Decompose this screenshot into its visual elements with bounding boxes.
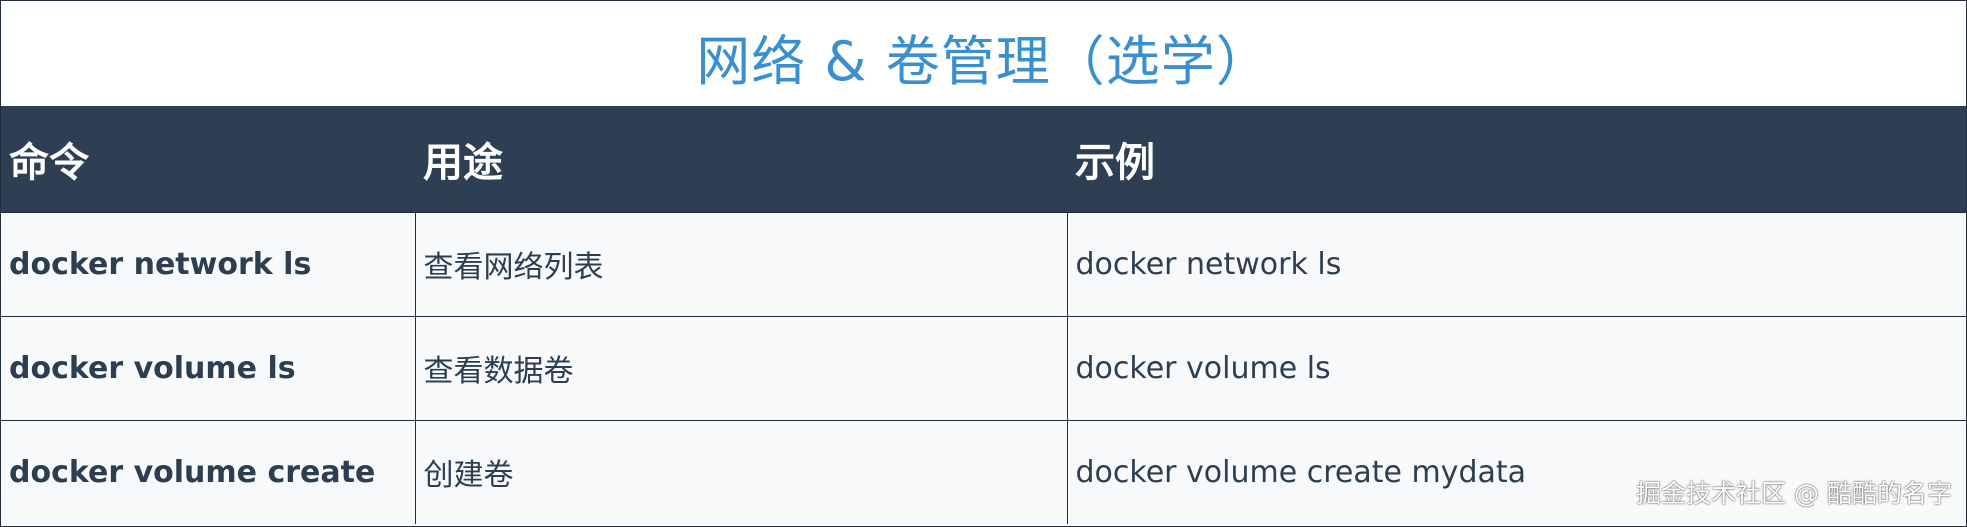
watermark: 掘金技术社区 @ 酷酷的名字 — [1636, 479, 1952, 508]
header-purpose: 用途 — [423, 139, 503, 186]
page-title: 网络 & 卷管理（选学） — [696, 30, 1271, 93]
cell-example: docker network ls — [1066, 211, 1966, 317]
cell-purpose: 查看数据卷 — [414, 315, 1068, 421]
table-row: docker network ls 查看网络列表 docker network … — [1, 211, 1966, 317]
title-bar: 网络 & 卷管理（选学） — [1, 1, 1966, 106]
table-body: docker network ls 查看网络列表 docker network … — [1, 211, 1966, 524]
table-row: docker volume create 创建卷 docker volume c… — [1, 419, 1966, 524]
cell-example: docker volume create mydata — [1066, 419, 1966, 524]
cell-purpose: 查看网络列表 — [414, 211, 1068, 317]
cell-command: docker volume create — [1, 419, 416, 524]
table-row: docker volume ls 查看数据卷 docker volume ls — [1, 315, 1966, 421]
header-example: 示例 — [1075, 139, 1155, 186]
header-command: 命令 — [9, 139, 89, 186]
cell-command: docker volume ls — [1, 315, 416, 421]
cell-purpose: 创建卷 — [414, 419, 1068, 524]
table-header: 命令 用途 示例 — [1, 106, 1966, 212]
cell-command: docker network ls — [1, 211, 416, 317]
command-table: 命令 用途 示例 docker network ls 查看网络列表 docker… — [1, 106, 1966, 524]
table-header-row: 命令 用途 示例 — [1, 106, 1966, 212]
cell-example: docker volume ls — [1066, 315, 1966, 421]
